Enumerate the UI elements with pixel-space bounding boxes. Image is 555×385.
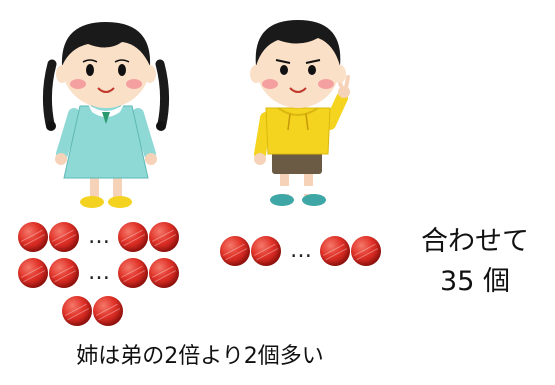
ball: [62, 296, 92, 326]
ball: [118, 222, 148, 252]
sister-ball-row-3: [62, 296, 124, 326]
ball: [118, 258, 148, 288]
ball: [49, 258, 79, 288]
ellipsis: …: [88, 260, 110, 285]
total-line-1: 合わせて: [421, 226, 529, 257]
problem-caption: 姉は弟の2倍より2個多い: [76, 344, 324, 369]
sister-ball-row-1: …: [18, 222, 180, 252]
ball: [351, 236, 381, 266]
ball: [93, 296, 123, 326]
ball: [320, 236, 350, 266]
ball: [251, 236, 281, 266]
total-line-2: 35 個: [440, 266, 510, 297]
ball: [149, 258, 179, 288]
ball: [18, 258, 48, 288]
girl-illustration: [36, 14, 176, 210]
sister-ball-row-2: …: [18, 258, 180, 288]
boy-illustration: [238, 12, 358, 210]
ball: [149, 222, 179, 252]
ellipsis: …: [290, 238, 312, 263]
ball: [18, 222, 48, 252]
ball: [49, 222, 79, 252]
total-label: 合わせて 35 個: [420, 222, 530, 302]
ellipsis: …: [88, 224, 110, 249]
brother-ball-row: …: [220, 236, 382, 266]
ball: [220, 236, 250, 266]
